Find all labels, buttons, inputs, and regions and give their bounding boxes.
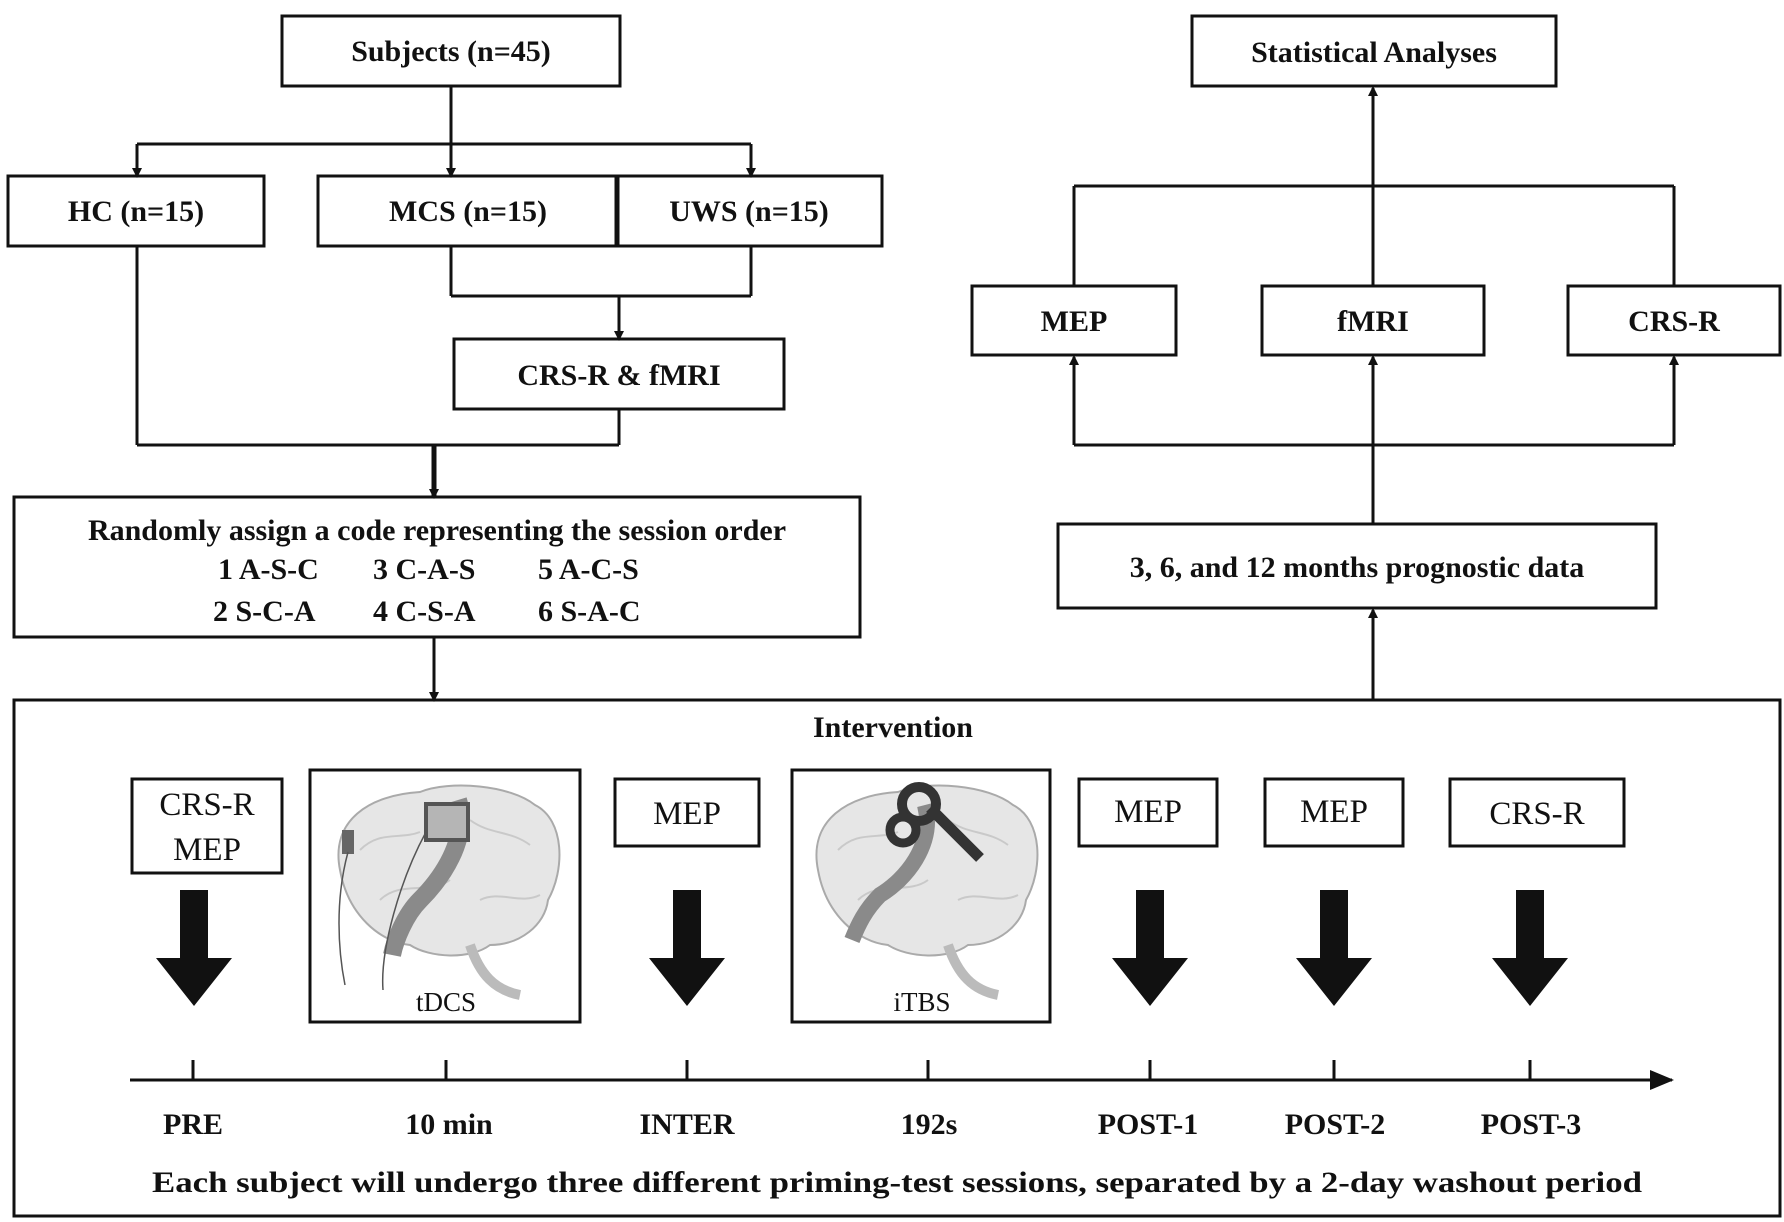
post1-measure-box (1077, 777, 1219, 848)
code-item: 5 A-C-S (538, 553, 639, 586)
randomize-title: Randomly assign a code representing the … (88, 514, 786, 547)
code-item: 2 S-C-A (213, 595, 316, 628)
uws-label: UWS (n=15) (669, 195, 829, 228)
itbs-image-frame (790, 768, 1052, 1024)
mcs-box (316, 174, 620, 248)
timeline-label-inter: INTER (639, 1108, 734, 1141)
subjects-label: Subjects (n=45) (351, 35, 551, 68)
prognostic-label: 3, 6, and 12 months prognostic data (1130, 551, 1585, 584)
timeline-label-post2: POST-2 (1285, 1108, 1386, 1141)
brain-with-tdcs-electrodes-icon (337, 784, 561, 1000)
intervention-title: Intervention (813, 711, 973, 744)
inter-measure-label: MEP (653, 796, 721, 832)
intervention-footer: Each subject will undergo three differen… (152, 1166, 1642, 1199)
mcs-label: MCS (n=15) (389, 195, 547, 228)
timeline-label-post1: POST-1 (1098, 1108, 1199, 1141)
inter-measure-box (613, 777, 761, 848)
code-item: 6 S-A-C (538, 595, 641, 628)
stats-label: Statistical Analyses (1251, 36, 1497, 69)
intervention-box (12, 698, 1782, 1218)
itbs-label: iTBS (893, 987, 950, 1017)
code-item: 1 A-S-C (218, 553, 319, 586)
pre-measure-mep: MEP (173, 832, 241, 868)
post3-measure-label: CRS-R (1489, 796, 1584, 832)
down-arrow-post3-icon (1492, 890, 1568, 1006)
pre-measure-crsr: CRS-R (159, 787, 254, 823)
hc-label: HC (n=15) (68, 195, 204, 228)
down-arrow-post2-icon (1296, 890, 1372, 1006)
mep-outcome-label: MEP (1041, 305, 1108, 338)
brain-with-tms-coil-icon (815, 782, 1039, 1000)
post3-measure-box (1448, 777, 1626, 848)
timeline-label-post3: POST-3 (1481, 1108, 1582, 1141)
prognostic-box (1056, 522, 1658, 610)
down-arrow-post1-icon (1112, 890, 1188, 1006)
timeline-label-pre: PRE (163, 1108, 223, 1141)
crs-fmri-label: CRS-R & fMRI (517, 359, 720, 392)
down-arrow-pre-icon (156, 890, 232, 1006)
timeline-label-10min: 10 min (405, 1108, 493, 1141)
tdcs-label: tDCS (416, 987, 476, 1017)
post1-measure-label: MEP (1114, 794, 1182, 830)
fmri-outcome-label: fMRI (1337, 305, 1409, 338)
post2-measure-box (1263, 777, 1405, 848)
down-arrow-inter-icon (649, 890, 725, 1006)
post2-measure-label: MEP (1300, 794, 1368, 830)
code-item: 4 C-S-A (373, 595, 476, 628)
crsr-outcome-label: CRS-R (1628, 305, 1720, 338)
pre-measure-box (130, 777, 284, 875)
code-item: 3 C-A-S (373, 553, 476, 586)
tdcs-image-frame (308, 768, 582, 1024)
timeline-label-192s: 192s (901, 1108, 958, 1141)
